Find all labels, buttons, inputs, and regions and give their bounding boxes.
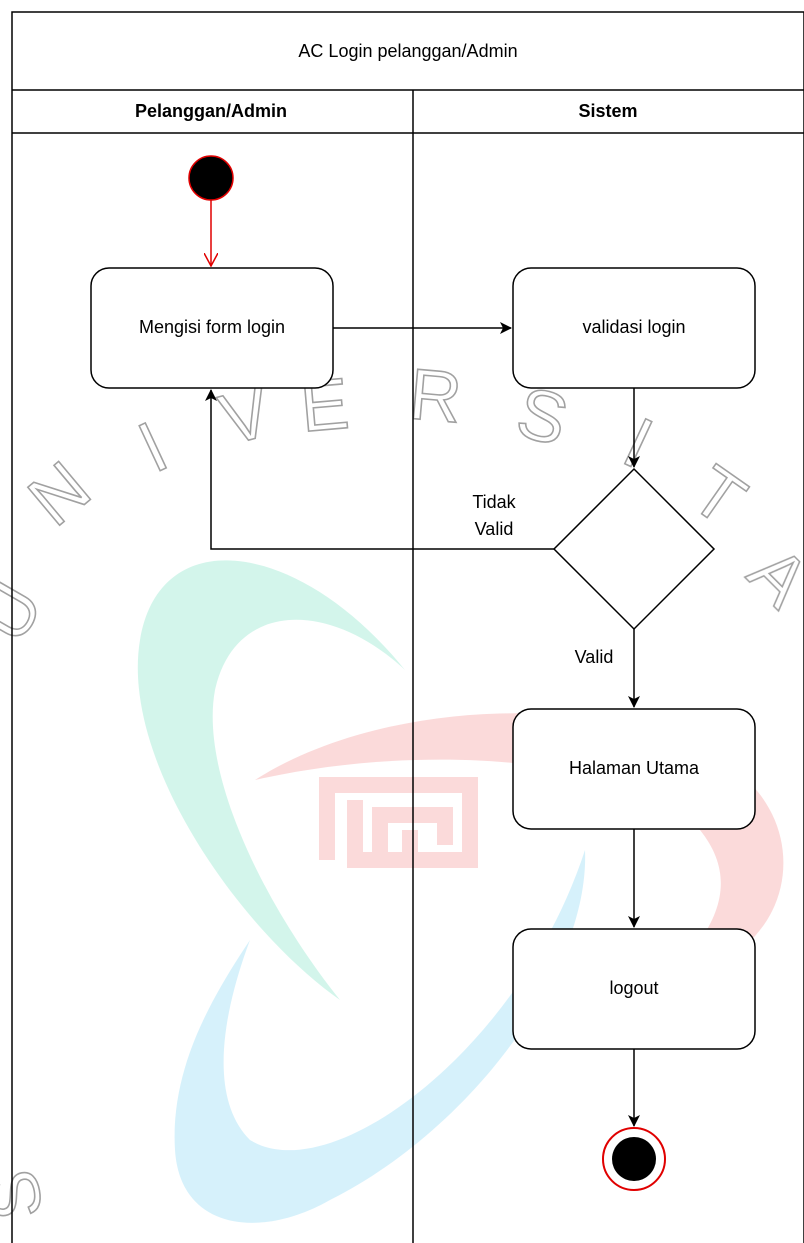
watermark-letter: S: [0, 1164, 59, 1225]
watermark-letter: I: [612, 403, 664, 484]
activity-validate-label: validasi login: [582, 317, 685, 337]
activity-fill-form-label: Mengisi form login: [139, 317, 285, 337]
watermark-blue-arc: [174, 850, 586, 1223]
watermark-letter: I: [127, 407, 179, 488]
label-valid: Valid: [575, 647, 614, 667]
lane-header-system: Sistem: [578, 101, 637, 121]
label-tidak-valid: Valid: [475, 519, 514, 539]
activity-logout-label: logout: [609, 978, 658, 998]
watermark-letter: A: [733, 532, 804, 623]
diagram-title: AC Login pelanggan/Admin: [298, 41, 517, 61]
activity-home-label: Halaman Utama: [569, 758, 700, 778]
watermark-letter: R: [406, 354, 465, 438]
watermark-emblem: [319, 777, 478, 868]
decision-node: [552, 467, 716, 631]
final-node: [602, 1127, 666, 1191]
lane-header-user: Pelanggan/Admin: [135, 101, 287, 121]
watermark-letter: N: [14, 447, 105, 542]
label-tidak: Tidak: [472, 492, 516, 512]
watermark-teal-arc: [137, 560, 406, 1000]
flow-invalid-back: [205, 389, 554, 550]
watermark-letter: U: [0, 570, 58, 655]
initial-node: [188, 155, 234, 201]
swimlane-frame: [11, 11, 804, 1243]
